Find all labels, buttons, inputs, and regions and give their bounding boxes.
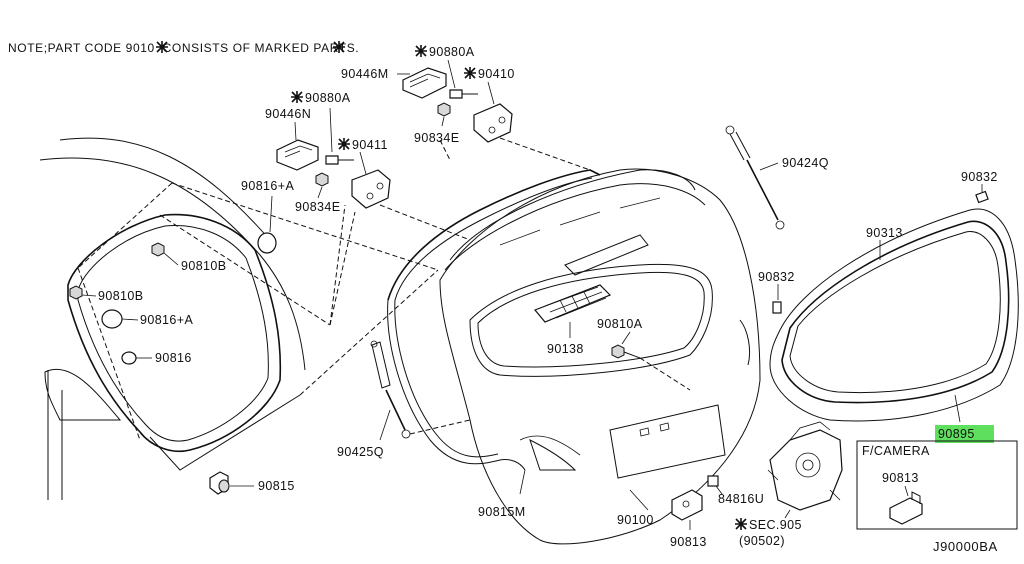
star-mark-icon bbox=[735, 518, 747, 530]
label-90313: 90313 bbox=[866, 226, 903, 240]
label-90895: 90895 bbox=[938, 427, 975, 441]
guide-lines-left bbox=[77, 182, 439, 441]
bumper-90815 bbox=[209, 471, 230, 495]
star-mark-icon bbox=[415, 45, 427, 57]
highlight-90895 bbox=[935, 425, 994, 443]
label-90425Q: 90425Q bbox=[337, 445, 384, 459]
camera-box bbox=[856, 440, 1018, 530]
camera-bracket bbox=[889, 491, 923, 525]
star-mark-icon bbox=[338, 138, 350, 150]
leader-90895 bbox=[954, 394, 961, 423]
label-90815M: 90815M bbox=[478, 505, 526, 519]
note-mark-icon bbox=[333, 41, 345, 53]
leader-90880A-top bbox=[447, 59, 456, 89]
nut-90810B-1 bbox=[151, 242, 165, 257]
leader-90880A-mid bbox=[329, 107, 333, 153]
label-90100: 90100 bbox=[617, 513, 654, 527]
camera-box-part: 90813 bbox=[882, 471, 919, 485]
leader-90424Q bbox=[759, 162, 779, 171]
label-90880A-top: 90880A bbox=[429, 45, 475, 59]
guide-line-stay bbox=[409, 419, 471, 435]
diagram-code: J90000BA bbox=[933, 539, 998, 554]
bolt-90880A-top bbox=[449, 89, 478, 99]
star-mark-icon bbox=[464, 67, 476, 79]
leader-84816U bbox=[715, 485, 723, 495]
leader-90410 bbox=[487, 81, 495, 105]
stay-90425Q bbox=[370, 340, 411, 439]
camera-box-title: F/CAMERA bbox=[862, 444, 930, 458]
garnish-90138 bbox=[534, 284, 612, 323]
label-90815: 90815 bbox=[258, 479, 295, 493]
nut-90810B-2 bbox=[69, 285, 83, 300]
glass-90313 bbox=[769, 208, 1019, 422]
leader-sec905 bbox=[784, 509, 791, 519]
label-90832-top: 90832 bbox=[961, 170, 998, 184]
stay-90424Q bbox=[725, 125, 785, 230]
clip-84816U bbox=[707, 475, 719, 487]
label-90446M: 90446M bbox=[341, 67, 389, 81]
label-90834E-top: 90834E bbox=[414, 131, 460, 145]
leader-90834E-mid bbox=[317, 186, 323, 199]
label-90816: 90816 bbox=[155, 351, 192, 365]
label-90813: 90813 bbox=[670, 535, 707, 549]
grommet-90816A-2 bbox=[101, 309, 123, 329]
note-mark-icon bbox=[156, 41, 168, 53]
label-sec905-sub: (90502) bbox=[739, 534, 785, 548]
cover-90446N bbox=[276, 139, 319, 171]
guide-line-90810A bbox=[639, 357, 691, 391]
label-90411: 90411 bbox=[352, 138, 388, 152]
leader-90810B-2 bbox=[81, 294, 97, 297]
label-84816U: 84816U bbox=[718, 492, 764, 506]
label-90810B-2: 90810B bbox=[98, 289, 144, 303]
bracket-90813 bbox=[671, 489, 703, 521]
nut-90834E-top bbox=[437, 102, 451, 117]
note-text: NOTE;PART CODE 9010 CONSISTS OF MARKED P… bbox=[8, 41, 359, 55]
label-90810B-1: 90810B bbox=[181, 259, 227, 273]
bolt-90810A bbox=[611, 344, 641, 359]
body-opening-drawing bbox=[39, 137, 306, 500]
leader-90810A bbox=[621, 331, 631, 345]
guide-lines-left-2 bbox=[159, 204, 346, 326]
grommet-90816A-top bbox=[257, 232, 277, 254]
label-90880A-mid: 90880A bbox=[305, 91, 351, 105]
back-door-90100 bbox=[439, 168, 761, 545]
leader-90411 bbox=[359, 151, 367, 175]
label-90832-mid: 90832 bbox=[758, 270, 795, 284]
leader-90446N bbox=[294, 121, 297, 141]
cover-90446M bbox=[402, 67, 447, 99]
hinge-90411 bbox=[351, 169, 391, 209]
label-90810A: 90810A bbox=[597, 317, 643, 331]
leader-90815M bbox=[519, 469, 526, 495]
label-90446N: 90446N bbox=[265, 107, 311, 121]
label-90816A-top: 90816+A bbox=[241, 179, 294, 193]
label-90424Q: 90424Q bbox=[782, 156, 829, 170]
grommet-90816 bbox=[121, 351, 137, 365]
guide-lines-hinges bbox=[379, 137, 591, 241]
label-90834E-mid: 90834E bbox=[295, 200, 341, 214]
guide-lines-hinges-2 bbox=[329, 139, 451, 326]
label-sec905: SEC.905 bbox=[749, 518, 802, 532]
hinge-90410 bbox=[473, 103, 513, 143]
bolt-90880A-mid bbox=[325, 155, 354, 165]
lock-assembly bbox=[767, 421, 843, 511]
nut-90834E-mid bbox=[315, 172, 329, 187]
label-90138: 90138 bbox=[547, 342, 584, 356]
leader-camera-part bbox=[904, 485, 909, 497]
leader-90834E-top bbox=[441, 116, 445, 127]
label-90816A-2: 90816+A bbox=[140, 313, 193, 327]
star-mark-icon bbox=[291, 91, 303, 103]
leader-90816A-2 bbox=[121, 318, 139, 321]
pad-90832-mid bbox=[772, 301, 782, 314]
pad-90832-top bbox=[975, 190, 989, 204]
label-90410: 90410 bbox=[478, 67, 515, 81]
seal-90815M-top bbox=[387, 169, 601, 301]
leader-90425Q bbox=[379, 409, 391, 441]
leader-90100 bbox=[629, 489, 649, 511]
leader-90816A-top bbox=[269, 195, 273, 233]
leader-90810B-1 bbox=[163, 252, 179, 266]
